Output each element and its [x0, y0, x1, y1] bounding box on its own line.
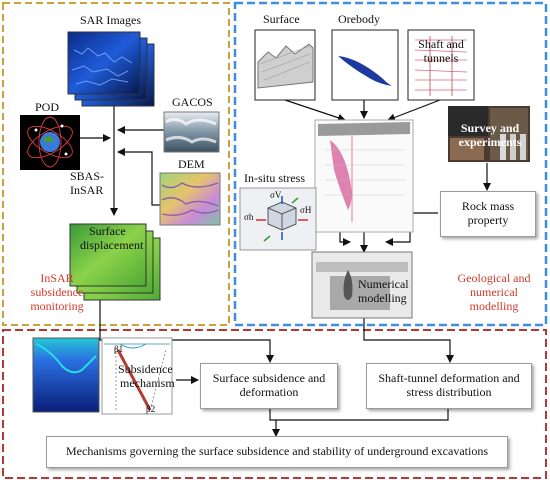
shaft-label-1: Shaft and: [418, 37, 464, 51]
geo-panel-label-3: modelling: [469, 299, 519, 313]
survey-photos: [448, 106, 530, 162]
surface-displacement-stack: [69, 223, 161, 301]
surface-displacement-label-2: displacement: [80, 238, 144, 252]
insar-panel-border: [2, 2, 230, 326]
geo-panel-label-1: Geological and: [457, 271, 531, 285]
insar-panel-label-2: subsidence: [30, 285, 84, 299]
survey-label-1: Survey and: [460, 121, 520, 135]
beta2-label: β2: [146, 404, 156, 414]
beta1-label: β1: [114, 344, 124, 354]
sigma-v-label: σV: [270, 190, 282, 200]
surface-displacement-label-1: Surface: [89, 224, 126, 238]
arrow-to-final-2: [276, 408, 449, 421]
numerical-label-2: modelling: [358, 291, 407, 305]
surface-subsidence-label-2: deformation: [239, 385, 299, 399]
shaft-tunnel-box: Shaft-tunnel deformation and stress dist…: [366, 363, 532, 409]
numerical-model-image: [311, 251, 413, 319]
subsidence-field-image: [32, 337, 173, 415]
insitu-stress-label: In-situ stress: [244, 171, 305, 185]
shaft-tunnel-label-2: stress distribution: [406, 385, 492, 399]
pod-earth-image: [20, 115, 80, 170]
arrow-dem: [117, 148, 160, 206]
arrow-displacement-to-bottom: [99, 296, 274, 363]
dem-image: [159, 172, 221, 226]
sar-images-label: SAR Images: [80, 13, 141, 27]
arrow-model-to-surface-box: [290, 340, 364, 362]
surface-terrain-image: [254, 29, 316, 101]
sbas-label-2: InSAR: [70, 183, 104, 197]
rock-mass-label-2: property: [467, 213, 509, 227]
surface-subsidence-box: Surface subsidence and deformation: [200, 363, 338, 409]
arrow-model-to-bottom: [363, 318, 454, 363]
arrow-to-final-1: [269, 408, 280, 437]
surface-subsidence-label-1: Surface subsidence and: [212, 371, 326, 386]
orebody-label: Orebody: [338, 12, 380, 26]
mechanisms-label: Mechanisms governing the surface subside…: [66, 444, 488, 459]
insar-panel-label-1: InSAR: [40, 271, 74, 285]
shaft-tunnels-image: [407, 29, 475, 101]
insitu-stress-cube: [239, 187, 317, 251]
dem-label: DEM: [178, 157, 205, 171]
sigma-h-large-label: σH: [300, 205, 312, 215]
subsidence-mech-label-1: Subsidence: [118, 362, 173, 376]
survey-label-2: experiments: [458, 135, 522, 149]
sigma-h-small-label: σh: [244, 212, 254, 222]
gacos-image: [163, 111, 220, 153]
insar-panel-label-3: monitoring: [30, 299, 84, 313]
geo-panel-label-2: numerical: [470, 285, 518, 299]
shaft-tunnel-label-1: Shaft-tunnel deformation and: [378, 371, 520, 386]
orebody-image: [331, 29, 399, 101]
rock-mass-label-1: Rock mass: [461, 199, 515, 214]
pod-label: POD: [35, 100, 60, 114]
arrow-surface: [284, 99, 346, 122]
numerical-label-1: Numerical: [358, 277, 409, 291]
sbas-label-1: SBAS-: [70, 169, 105, 183]
geo-panel-border: [233, 1, 548, 327]
arrow-shaft: [387, 99, 441, 122]
rock-mass-box: Rock mass property: [440, 191, 536, 237]
bottom-panel-border: [2, 329, 547, 479]
geo-model-image: [314, 119, 414, 233]
gacos-label: GACOS: [172, 95, 213, 109]
shaft-label-2: tunnels: [423, 51, 459, 65]
mechanisms-box: Mechanisms governing the surface subside…: [46, 436, 508, 468]
surface-label: Surface: [263, 12, 300, 26]
sar-images-stack: [67, 31, 155, 107]
subsidence-mech-label-2: mechanism: [120, 376, 175, 390]
